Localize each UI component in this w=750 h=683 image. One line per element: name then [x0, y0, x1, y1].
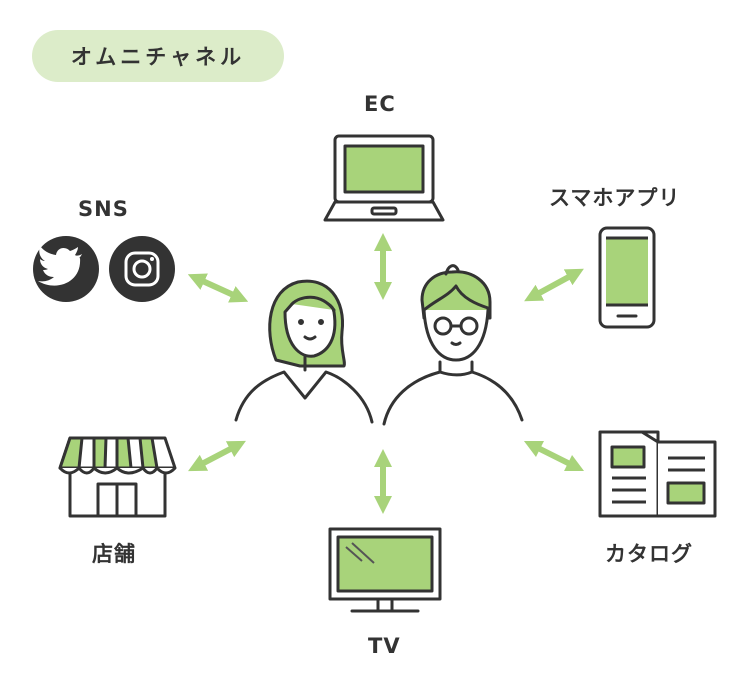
instagram-icon [109, 236, 175, 302]
label-ec: EC [364, 92, 396, 116]
arrow-store [188, 440, 246, 472]
label-app: スマホアプリ [549, 186, 681, 210]
store-icon [58, 436, 177, 518]
title-badge: オムニチャネル [32, 30, 284, 82]
arrow-app [524, 268, 584, 302]
label-store: 店舗 [92, 542, 136, 566]
title-text: オムニチャネル [70, 45, 246, 69]
smartphone-icon [598, 226, 656, 329]
connection-arrows [187, 233, 585, 514]
tv-icon [328, 527, 442, 613]
man-figure [382, 264, 524, 426]
label-sns: SNS [78, 197, 129, 221]
twitter-icon [33, 236, 99, 302]
label-tv: TV [368, 634, 401, 658]
arrow-catalog [523, 440, 585, 472]
catalog-icon [598, 430, 717, 518]
arrow-sns [187, 273, 249, 303]
woman-figure [234, 279, 374, 424]
laptop-icon [323, 134, 445, 222]
label-catalog: カタログ [605, 542, 693, 566]
